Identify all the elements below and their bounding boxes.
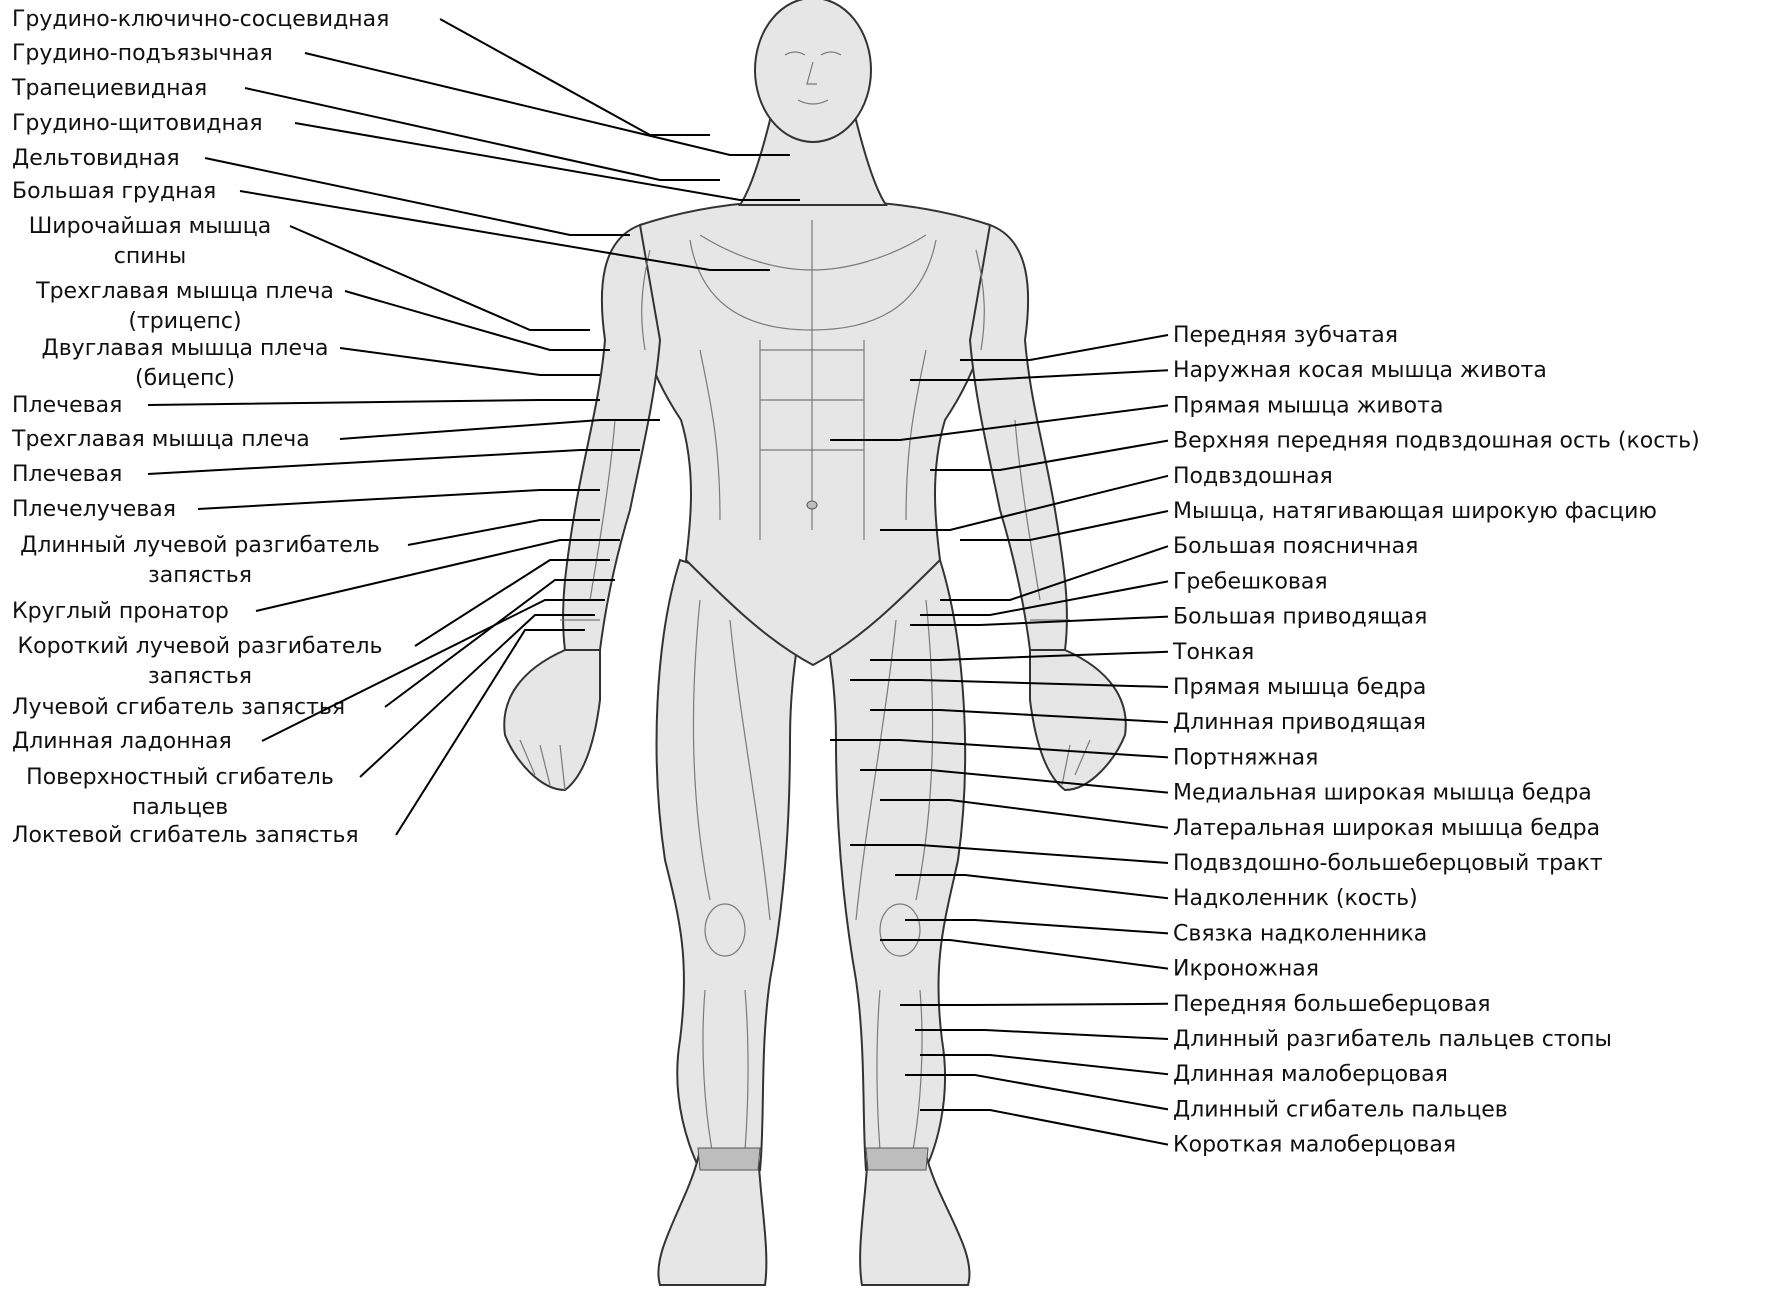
label-text: Плечелучевая	[12, 497, 176, 522]
leader-line	[915, 1030, 1168, 1039]
label-text: Грудино-ключично-сосцевидная	[12, 7, 389, 32]
label-text: Наружная косая мышца живота	[1173, 358, 1547, 383]
left-arm	[563, 225, 660, 650]
label-text: Большая поясничная	[1173, 534, 1418, 559]
label-right-15: Латеральная широкая мышца бедра	[880, 800, 1600, 841]
label-right-20: Передняя большеберцовая	[900, 992, 1491, 1017]
label-text: Дельтовидная	[12, 146, 180, 171]
label-right-21: Длинный разгибатель пальцев стопы	[915, 1027, 1612, 1052]
label-text: Икроножная	[1173, 957, 1319, 982]
label-right-14: Медиальная широкая мышца бедра	[860, 770, 1592, 806]
leader-line	[305, 53, 790, 155]
leader-line	[198, 490, 600, 509]
leader-line	[960, 511, 1168, 540]
label-text: Длинный разгибатель пальцев стопы	[1173, 1027, 1612, 1052]
label-text: Надколенник (кость)	[1173, 886, 1418, 911]
label-text: Длинная приводящая	[1173, 710, 1426, 735]
label-text: Большая грудная	[12, 179, 216, 204]
label-text: Грудино-подъязычная	[12, 41, 273, 66]
label-text: Подвздошно-большеберцовый тракт	[1173, 851, 1603, 876]
label-biceps: Двуглавая мышца плеча(бицепс)	[42, 336, 600, 391]
label-text: Лучевой сгибатель запястья	[12, 695, 345, 720]
label-text: Медиальная широкая мышца бедра	[1173, 781, 1592, 806]
label-right-22: Длинная малоберцовая	[920, 1055, 1448, 1087]
human-figure	[504, 0, 1126, 1285]
label-text: Плечевая	[12, 393, 122, 418]
label-brachialis-1: Плечевая	[12, 393, 600, 418]
label-text: Грудино-щитовидная	[12, 111, 263, 136]
label-text: Трехглавая мышца плеча(трицепс)	[35, 279, 334, 334]
left-leg	[657, 560, 801, 1170]
leader-line	[148, 400, 600, 405]
label-text: Длинная ладонная	[12, 729, 232, 754]
label-text: Короткий лучевой разгибательзапястья	[18, 634, 383, 689]
label-text: Длинный сгибатель пальцев	[1173, 1097, 1508, 1122]
label-text: Верхняя передняя подвздошная ость (кость…	[1173, 429, 1700, 454]
label-text: Подвздошная	[1173, 464, 1333, 489]
label-text: Передняя большеберцовая	[1173, 992, 1491, 1017]
label-text: Портняжная	[1173, 745, 1318, 770]
label-text: Трехглавая мышца плеча	[11, 427, 310, 452]
label-text: Двуглавая мышца плеча(бицепс)	[42, 336, 329, 391]
label-text: Мышца, натягивающая широкую фасцию	[1173, 499, 1657, 524]
left-hand	[504, 650, 600, 790]
label-text: Передняя зубчатая	[1173, 323, 1398, 348]
label-text: Длинная малоберцовая	[1173, 1062, 1448, 1087]
leader-line	[345, 291, 610, 350]
leader-line	[920, 1110, 1168, 1145]
label-text: Плечевая	[12, 462, 122, 487]
label-brachioradialis: Плечелучевая	[12, 490, 600, 522]
label-text: Тонкая	[1172, 640, 1254, 665]
label-text: Короткая малоберцовая	[1173, 1133, 1456, 1158]
label-text: Связка надколенника	[1173, 921, 1427, 946]
head	[755, 0, 871, 142]
label-text: Большая приводящая	[1173, 605, 1427, 630]
label-brachialis-2: Плечевая	[12, 450, 640, 487]
label-text: Гребешковая	[1173, 569, 1328, 594]
label-text: Прямая мышца бедра	[1173, 675, 1426, 700]
label-text: Трапециевидная	[11, 76, 207, 101]
label-right-9: Большая приводящая	[910, 605, 1427, 630]
leader-line	[295, 123, 800, 200]
label-text: Поверхностный сгибательпальцев	[26, 765, 334, 820]
right-leg	[825, 560, 965, 1170]
label-text: Круглый пронатор	[12, 599, 229, 624]
leader-line	[340, 348, 600, 375]
label-text: Латеральная широкая мышца бедра	[1173, 816, 1600, 841]
label-right-18: Связка надколенника	[905, 920, 1427, 946]
leader-line	[920, 1055, 1168, 1074]
label-triceps-2: Трехглавая мышца плеча	[11, 420, 660, 452]
label-right-17: Надколенник (кость)	[895, 875, 1418, 911]
leader-line	[900, 1004, 1168, 1005]
leader-line	[930, 441, 1168, 470]
leader-line	[148, 450, 640, 474]
label-right-16: Подвздошно-большеберцовый тракт	[850, 845, 1603, 876]
label-text: Широчайшая мышцаспины	[29, 214, 271, 269]
label-text: Локтевой сгибатель запястья	[12, 823, 359, 848]
label-text: Прямая мышца живота	[1173, 393, 1443, 418]
